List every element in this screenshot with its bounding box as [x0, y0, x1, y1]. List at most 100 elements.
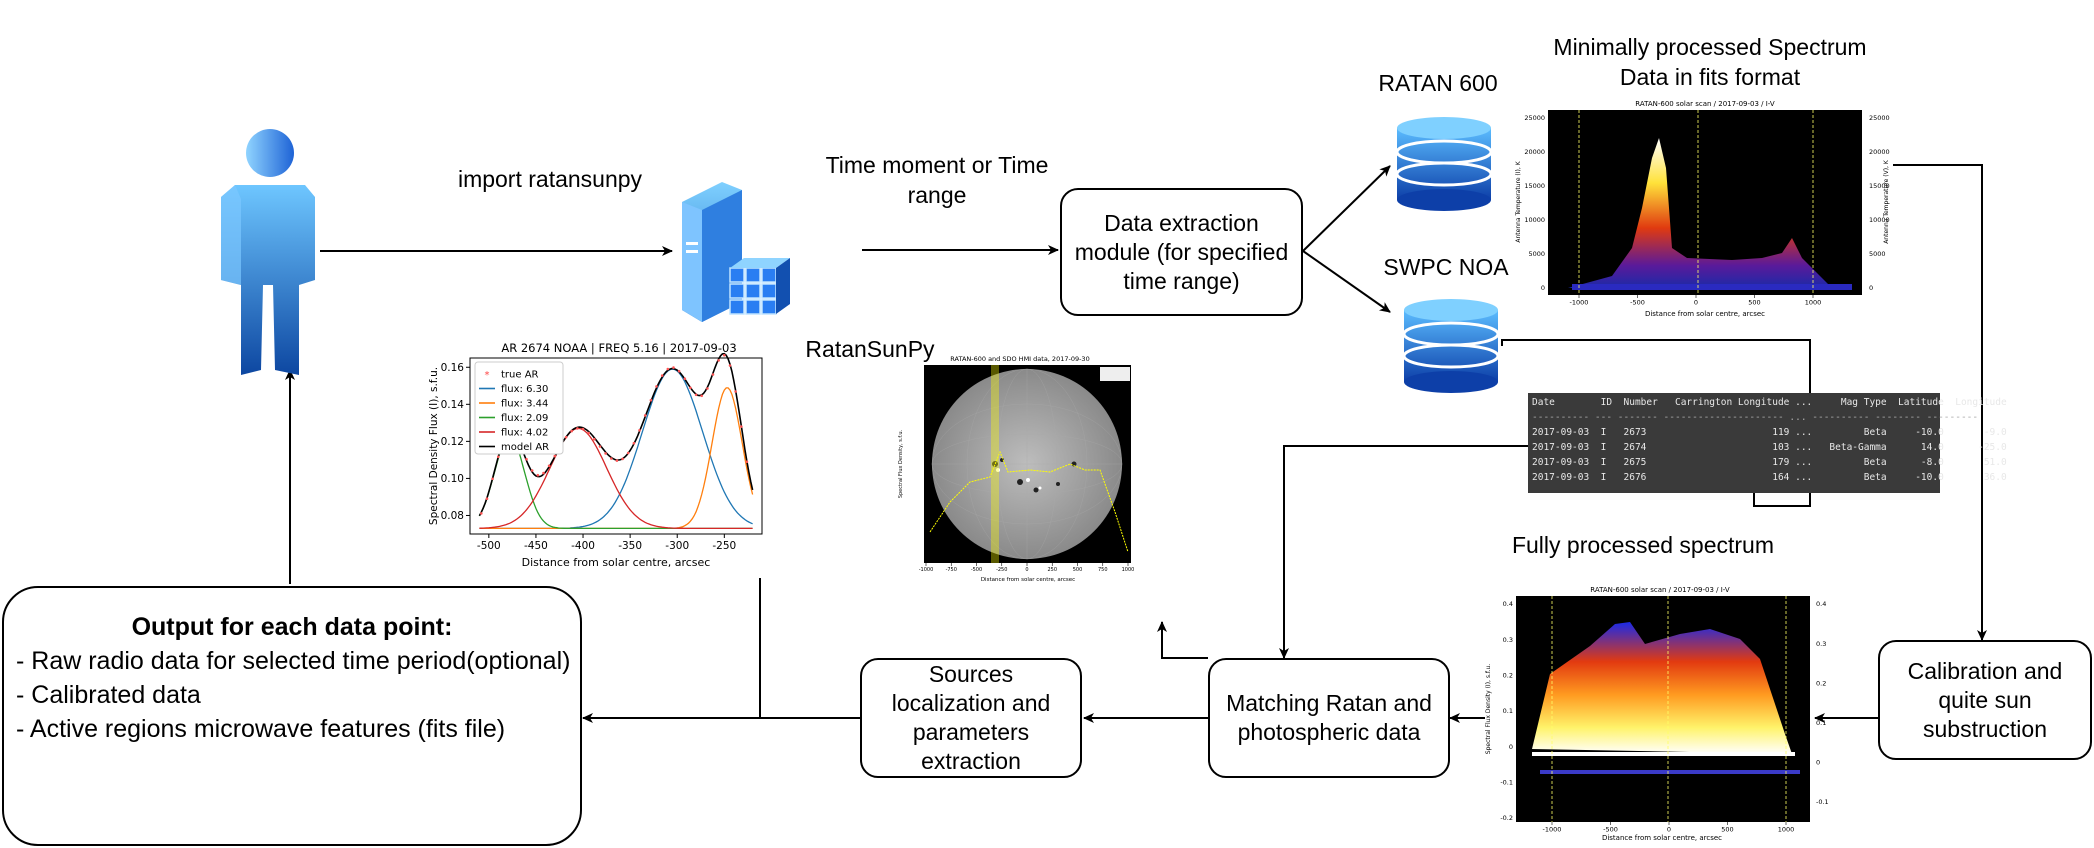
ytick-label: 0.3	[1503, 636, 1513, 644]
output-line-raw: - Raw radio data for selected time perio…	[16, 647, 571, 675]
output-line-active: - Active regions microwave features (fit…	[16, 715, 506, 743]
arrow-extraction-to-ratan	[1302, 165, 1391, 252]
gauss-true-point	[717, 359, 720, 362]
solar-profile-line	[929, 450, 1129, 553]
solar-xlabel: Distance from solar centre, arcsec	[981, 577, 1075, 583]
ratan600-label: RATAN 600	[1378, 70, 1498, 96]
gauss-legend-label: flux: 6.30	[501, 384, 548, 395]
gauss-true-point	[547, 464, 551, 468]
spec1-xlabel: Distance from solar centre, arcsec	[1645, 310, 1765, 318]
gauss-true-point	[485, 497, 489, 500]
xtick-label: -500	[1630, 299, 1645, 307]
ytick-label: 0	[1869, 284, 1873, 292]
gauss-yticks: 0.080.100.120.140.16	[441, 362, 470, 522]
matching-text: Matching Ratan and photospheric data	[1226, 690, 1432, 745]
server-icon	[682, 182, 790, 322]
gauss-true-point	[570, 429, 573, 433]
xtick-label: -500	[971, 567, 982, 573]
gauss-true-point	[655, 385, 658, 388]
solar-title: RATAN-600 and SDO HMI data, 2017-09-30	[950, 355, 1089, 363]
swpc-table-row: 2017-09-03 I 2676 164 ... Beta -10.0 36.…	[1532, 472, 2007, 483]
gauss-ylabel: Spectral Density Flux (I), s.f.u.	[428, 367, 440, 525]
matching-box[interactable]: Matching Ratan and photospheric data	[1208, 658, 1450, 778]
swpc-table-row: 2017-09-03 I 2675 179 ... Beta -8.0 51.0	[1532, 457, 2007, 468]
database-icon	[1402, 299, 1500, 393]
gauss-xtick-label: -450	[524, 540, 548, 552]
ytick-label: 0	[1541, 284, 1545, 292]
gauss-true-point	[598, 445, 602, 448]
ytick-label: 0.3	[1816, 640, 1826, 648]
calibration-text: Calibration and quite sun substruction	[1907, 657, 2063, 742]
solar-ylabel: Spectral Flux Density, s.f.u.	[898, 429, 904, 498]
gauss-true-point	[593, 437, 596, 441]
xtick-label: -750	[946, 567, 957, 573]
ytick-label: 0	[1816, 759, 1820, 767]
gauss-ytick-label: 0.14	[441, 399, 465, 411]
xtick-label: -1000	[919, 567, 934, 573]
ytick-label: -0.1	[1500, 779, 1513, 787]
spec2-ylabel: Spectral Flux Density (I), s.f.u.	[1485, 664, 1492, 754]
swpc-table: Date ID Number Carrington Longitude ... …	[1528, 393, 2007, 493]
gauss-series-3	[479, 427, 753, 530]
person-icon	[221, 129, 315, 375]
xtick-label: 1000	[1805, 299, 1822, 307]
spec2-xlabel: Distance from solar centre, arcsec	[1602, 834, 1722, 842]
gauss-true-point	[536, 473, 540, 477]
ytick-label: -0.2	[1500, 814, 1513, 822]
gauss-ytick-label: 0.12	[441, 436, 464, 448]
sources-box[interactable]: Sources localization and parameters extr…	[860, 658, 1082, 778]
xtick-label: -1000	[1543, 826, 1562, 834]
gauss-true-point	[480, 512, 483, 515]
ytick-label: 0.1	[1816, 719, 1826, 727]
swpc-table-rows: 2017-09-03 I 2673 119 ... Beta -10.0 -9.…	[1532, 425, 2007, 485]
output-line-calibrated: - Calibrated data	[16, 681, 201, 709]
gauss-true-point	[728, 364, 732, 367]
gauss-true-point	[587, 431, 590, 435]
ytick-label: 0.4	[1816, 600, 1826, 608]
ytick-label: 10000	[1869, 216, 1890, 224]
output-title: Output for each data point:	[131, 613, 453, 641]
solar-image-chart: RATAN-600 and SDO HMI data, 2017-09-30 -…	[898, 355, 1134, 583]
gauss-true-point	[677, 369, 681, 373]
gauss-true-point	[530, 469, 534, 472]
gauss-true-point	[649, 398, 653, 402]
spec2-title: RATAN-600 solar scan / 2017-09-03 / I-V	[1590, 586, 1730, 594]
gauss-true-point	[621, 457, 624, 461]
gauss-true-point	[745, 460, 749, 463]
xtick-label: -250	[996, 567, 1007, 573]
time-moment-label: Time moment or Time range	[825, 152, 1049, 208]
swpc-table-row: 2017-09-03 I 2674 103 ... Beta-Gamma 14.…	[1532, 442, 2007, 453]
ytick-label: 0	[1509, 743, 1513, 751]
gauss-xtick-label: -400	[571, 540, 595, 552]
swpc-label: SWPC NOA	[1383, 254, 1509, 280]
output-box[interactable]: Output for each data point: - Raw radio …	[2, 586, 582, 846]
xtick-label: 0	[1025, 567, 1028, 573]
gauss-true-point	[615, 459, 619, 462]
gauss-true-point	[734, 390, 737, 393]
gauss-legend-label: flux: 4.02	[501, 428, 548, 439]
swpc-table-separator: ---------- --- ------- -----------------…	[1532, 412, 1979, 423]
xtick-label: 500	[1748, 299, 1760, 307]
gauss-true-point	[706, 387, 709, 390]
ytick-label: 5000	[1869, 250, 1886, 258]
swpc-table-row: 2017-09-03 I 2673 119 ... Beta -10.0 -9.…	[1532, 427, 2007, 438]
gauss-title: AR 2674 NOAA | FREQ 5.16 | 2017-09-03	[501, 341, 736, 355]
calibration-box[interactable]: Calibration and quite sun substruction	[1878, 640, 2092, 760]
data-extraction-box[interactable]: Data extraction module (for specified ti…	[1060, 188, 1303, 316]
xtick-label: 1000	[1778, 826, 1795, 834]
gauss-xtick-label: -500	[477, 540, 501, 552]
gaussian-fit-chart: AR 2674 NOAA | FREQ 5.16 | 2017-09-03 -5…	[428, 341, 763, 569]
gauss-true-point	[723, 353, 726, 357]
gauss-true-point	[689, 386, 692, 390]
minimally-label: Minimally processed Spectrum Data in fit…	[1553, 34, 1867, 90]
fully-label: Fully processed spectrum	[1511, 532, 1775, 558]
ytick-label: 20000	[1869, 148, 1890, 156]
ytick-label: 20000	[1524, 148, 1545, 156]
gauss-legend-label: flux: 3.44	[501, 399, 548, 410]
gauss-true-point	[666, 367, 670, 371]
gauss-true-point	[553, 454, 557, 458]
